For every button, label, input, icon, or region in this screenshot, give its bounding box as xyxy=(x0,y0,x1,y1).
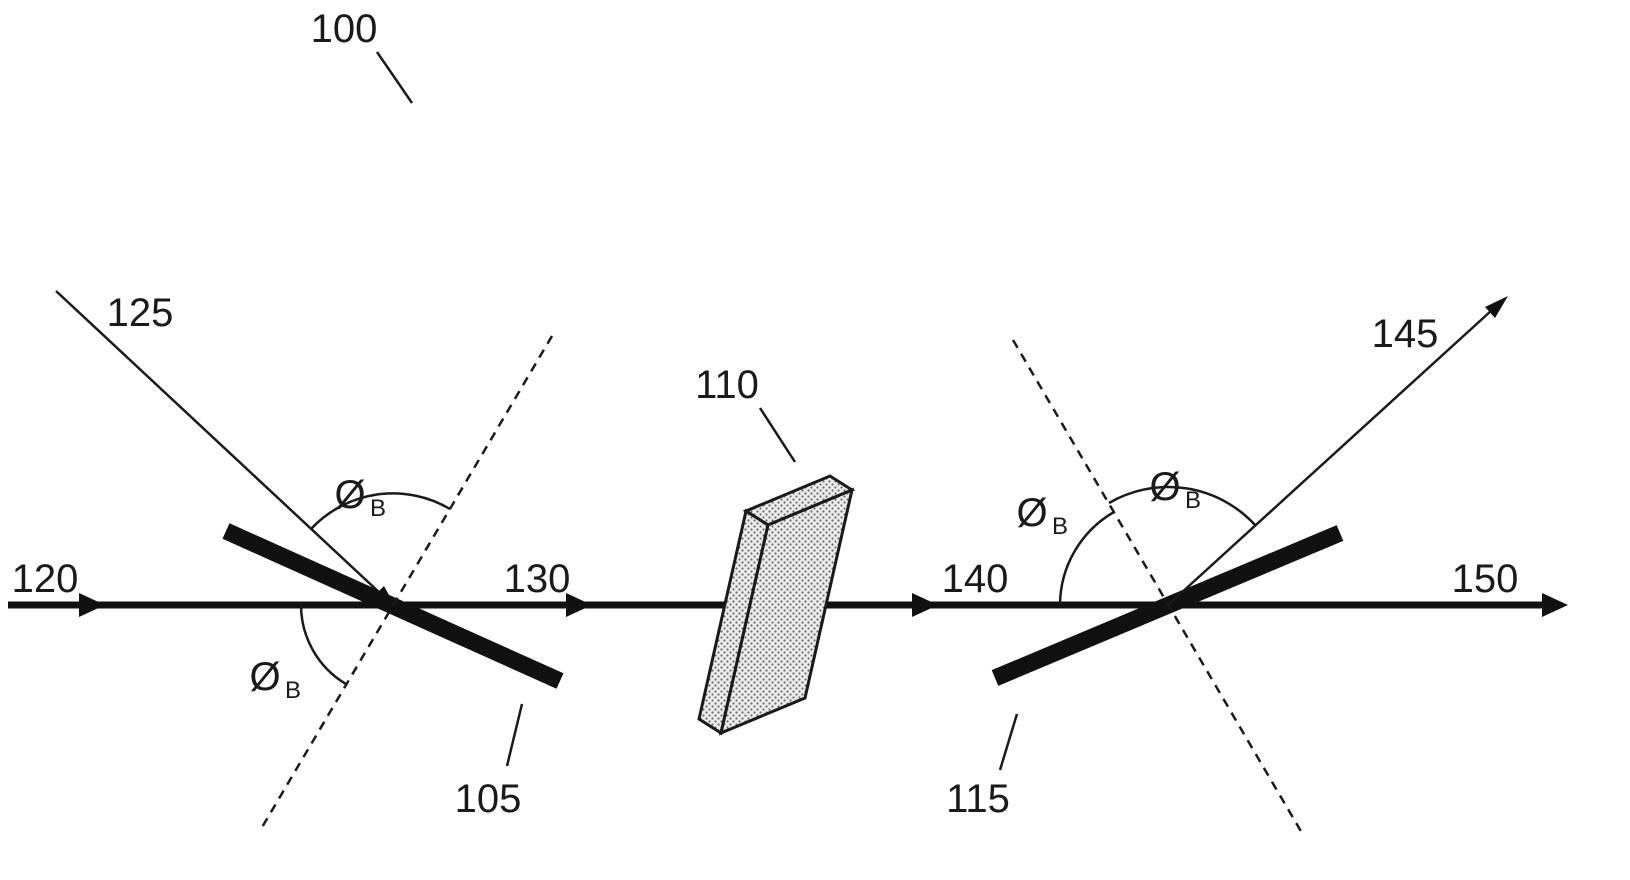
ref-label-120: 120 xyxy=(12,557,79,601)
phi-subscript: B xyxy=(1052,513,1068,540)
beam-arrowhead-140 xyxy=(912,593,938,617)
phi-subscript: B xyxy=(285,677,301,704)
phi-symbol: Ø xyxy=(1016,491,1047,535)
ref-label-150: 150 xyxy=(1452,557,1519,601)
incident-ray-125 xyxy=(55,290,397,609)
angle-arc-upper-1 xyxy=(310,492,451,530)
leader-line-105 xyxy=(505,703,524,767)
ref-label-100: 100 xyxy=(311,7,378,51)
phi-subscript: B xyxy=(370,495,386,522)
angle-arc-lower-1 xyxy=(299,604,347,686)
leader-line-110 xyxy=(758,407,797,463)
beam-arrowhead-130 xyxy=(566,593,592,617)
beam-arrowhead-120 xyxy=(79,593,105,617)
ref-label-130: 130 xyxy=(504,557,571,601)
leader-line-100 xyxy=(375,51,414,104)
ref-label-105: 105 xyxy=(455,777,522,821)
slab-front-face xyxy=(718,487,855,736)
ref-label-140: 140 xyxy=(942,557,1009,601)
brewster-angle-label-lower-1: Ø B xyxy=(249,655,301,704)
ref-label-110: 110 xyxy=(695,363,759,407)
reflected-ray-arrowhead xyxy=(1485,296,1508,318)
ref-label-125: 125 xyxy=(107,291,174,335)
phi-symbol: Ø xyxy=(1149,465,1180,509)
brewster-angle-label-right-2: Ø B xyxy=(1149,465,1201,514)
plate-normal-dashed-2 xyxy=(1011,339,1304,834)
beam-arrowhead-150 xyxy=(1542,593,1568,617)
brewster-angle-label-upper-1: Ø B xyxy=(334,473,386,522)
phi-symbol: Ø xyxy=(249,655,280,699)
reflected-ray-145 xyxy=(1167,309,1493,606)
phi-subscript: B xyxy=(1185,487,1201,514)
optical-slab-110 xyxy=(697,474,856,736)
phi-symbol: Ø xyxy=(334,473,365,517)
angle-arc-left-2 xyxy=(1058,510,1115,606)
brewster-plate-105 xyxy=(222,523,564,689)
angle-arc-right-2 xyxy=(1108,485,1257,527)
ref-label-145: 145 xyxy=(1372,312,1439,356)
leader-line-115 xyxy=(998,713,1019,771)
brewster-angle-label-left-2: Ø B xyxy=(1016,491,1068,540)
ref-label-115: 115 xyxy=(946,777,1010,821)
